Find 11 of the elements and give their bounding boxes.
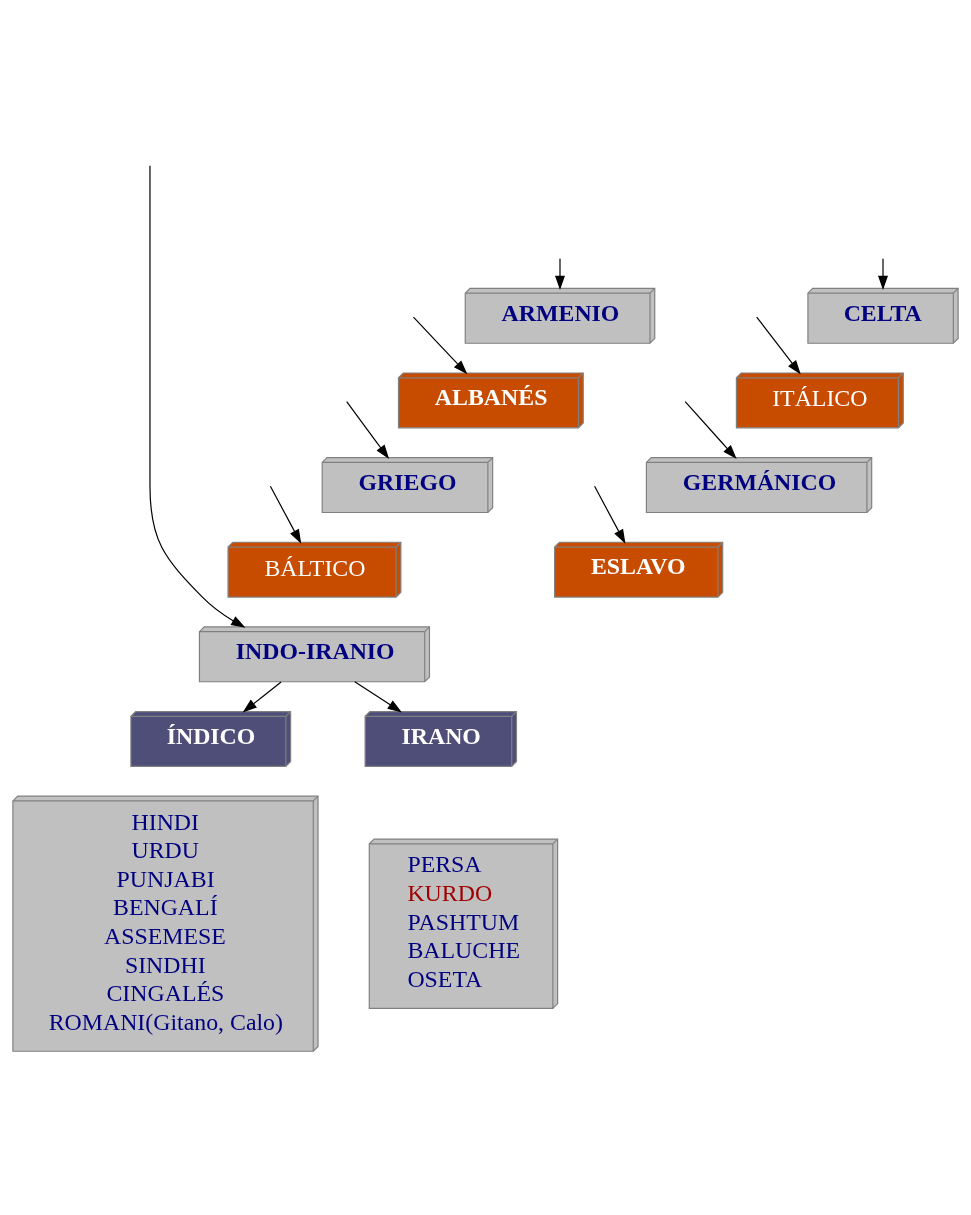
arrow: [354, 680, 402, 712]
arrow: [594, 485, 626, 544]
arrow: [269, 485, 302, 544]
arrow: [242, 680, 282, 712]
arrow: [149, 164, 246, 628]
arrow: [346, 400, 390, 459]
arrow: [412, 315, 468, 374]
arrow: [555, 257, 565, 290]
arrow: [756, 315, 801, 374]
arrow: [878, 257, 888, 290]
arrow: [684, 400, 737, 459]
